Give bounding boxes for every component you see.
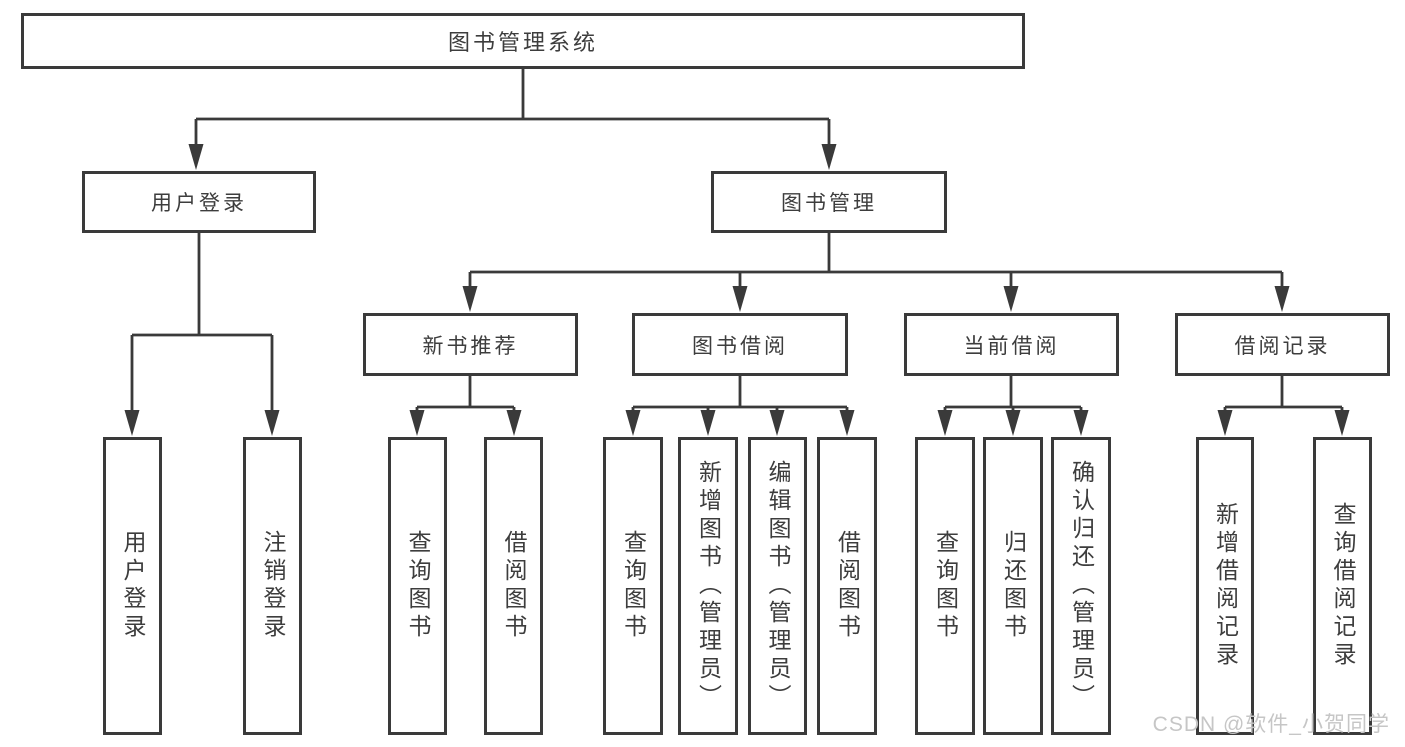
leaf-label: 查询图书	[620, 530, 647, 642]
leaf-label: 查询借阅记录	[1330, 502, 1356, 670]
node-current-borrowing: 当前借阅	[904, 313, 1119, 376]
node-label: 当前借阅	[963, 334, 1060, 358]
leaf-label: 确认归还（管理员）	[1068, 460, 1095, 712]
leaf-user-login: 用户登录	[103, 437, 162, 735]
node-user-login: 用户登录	[82, 171, 316, 233]
leaf-label: 借阅图书	[501, 530, 527, 642]
connector-root-to-level2	[188, 69, 837, 170]
leaf-label: 用户登录	[120, 530, 146, 642]
leaf-borrow-books-borrowing: 借阅图书	[817, 437, 877, 735]
connector-book-borrowing-to-leaves	[625, 375, 855, 436]
node-book-borrowing: 图书借阅	[632, 313, 848, 376]
node-label: 图书管理系统	[447, 30, 598, 55]
node-label: 图书管理	[781, 192, 877, 215]
node-borrowing-records: 借阅记录	[1175, 313, 1390, 376]
node-label: 图书借阅	[692, 334, 788, 358]
leaf-query-borrow-record: 查询借阅记录	[1313, 437, 1372, 735]
node-book-management: 图书管理	[711, 171, 947, 233]
node-new-book-recommendation: 新书推荐	[363, 313, 578, 376]
connector-new-book-recommendation-to-leaves	[409, 375, 522, 436]
leaf-borrow-books-recommendation: 借阅图书	[484, 437, 543, 735]
leaf-label: 查询图书	[932, 530, 959, 642]
leaf-query-books-current: 查询图书	[915, 437, 975, 735]
leaf-label: 查询图书	[405, 530, 431, 642]
leaf-label: 新增图书（管理员）	[695, 460, 722, 712]
leaf-label: 注销登录	[260, 530, 286, 642]
connector-user-login-to-leaves	[124, 232, 280, 436]
connector-current-borrowing-to-leaves	[937, 375, 1089, 436]
leaf-label: 借阅图书	[834, 530, 861, 642]
connector-borrowing-records-to-leaves	[1217, 375, 1350, 436]
leaf-label: 新增借阅记录	[1212, 502, 1239, 670]
watermark-csdn: CSDN @软件_小贺同学	[1152, 713, 1390, 736]
node-label: 新书推荐	[422, 334, 519, 358]
node-library-management-system: 图书管理系统	[21, 13, 1025, 69]
leaf-query-books-recommendation: 查询图书	[388, 437, 447, 735]
node-label: 借阅记录	[1234, 334, 1331, 358]
leaf-query-books-borrowing: 查询图书	[603, 437, 663, 735]
connector-book-management-to-level3	[462, 232, 1290, 312]
node-label: 用户登录	[151, 192, 247, 215]
leaf-logout: 注销登录	[243, 437, 302, 735]
leaf-label: 归还图书	[1000, 530, 1027, 642]
leaf-edit-book-admin: 编辑图书（管理员）	[748, 437, 807, 735]
leaf-return-book: 归还图书	[983, 437, 1043, 735]
leaf-add-book-admin: 新增图书（管理员）	[678, 437, 738, 735]
leaf-label: 编辑图书（管理员）	[765, 460, 791, 712]
leaf-confirm-return-admin: 确认归还（管理员）	[1051, 437, 1111, 735]
leaf-add-borrow-record: 新增借阅记录	[1196, 437, 1254, 735]
